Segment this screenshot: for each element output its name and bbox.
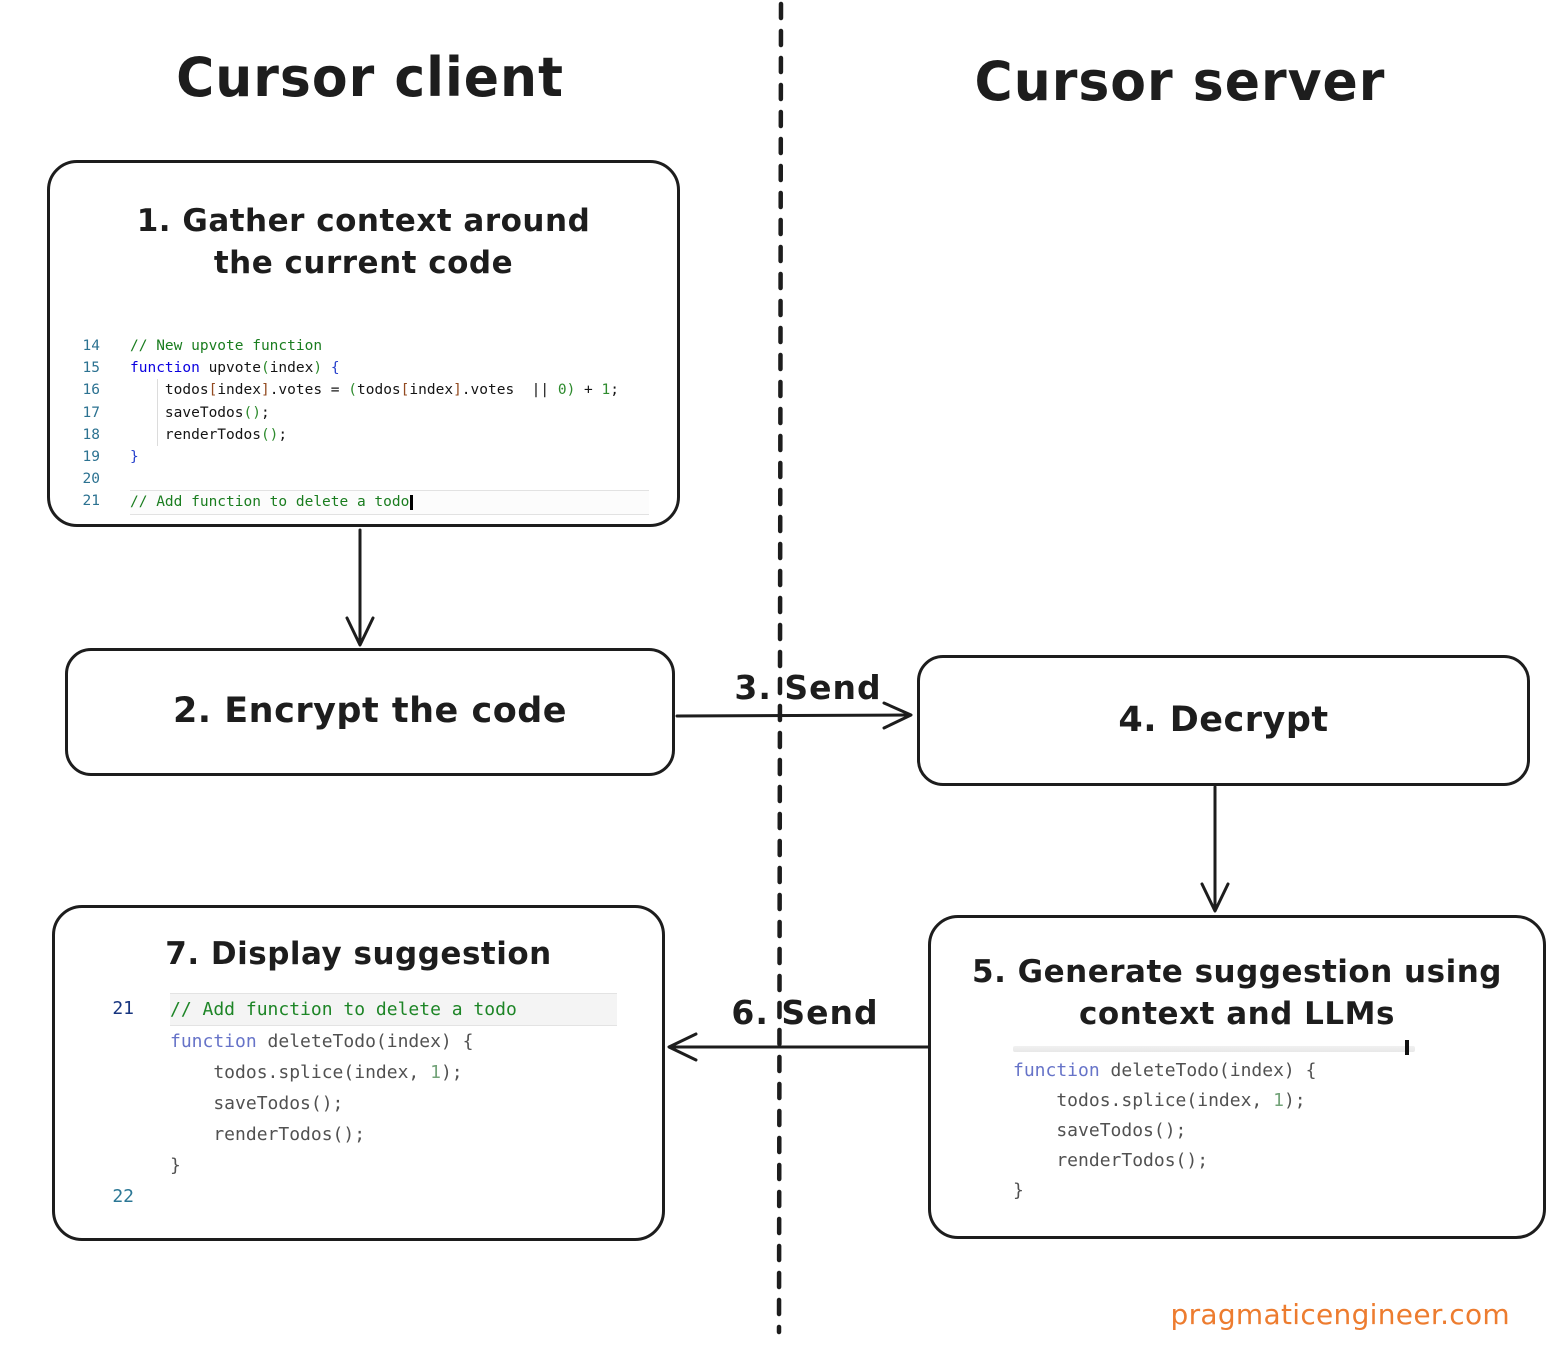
line-number: 22 bbox=[112, 1186, 134, 1207]
box-encrypt-code: 2. Encrypt the code bbox=[65, 648, 675, 776]
line-number: 18 bbox=[82, 426, 100, 443]
code-line: } bbox=[100, 1150, 617, 1181]
code-line: 21// Add function to delete a todo bbox=[100, 993, 617, 1026]
box-decrypt-label: 4. Decrypt bbox=[1118, 699, 1329, 740]
box-gather-context: 1. Gather context around the current cod… bbox=[47, 160, 680, 527]
code-line: 17 saveTodos(); bbox=[78, 401, 649, 425]
line-number bbox=[100, 1150, 134, 1181]
box-gather-title-line2: the current code bbox=[213, 244, 514, 281]
box-display-suggestion: 7. Display suggestion 21// Add function … bbox=[52, 905, 665, 1241]
code-line: 16 todos[index].votes = (todos[index].vo… bbox=[78, 379, 649, 402]
line-number: 20 bbox=[82, 471, 100, 488]
code-line: renderTodos(); bbox=[1013, 1150, 1209, 1171]
site-watermark: pragmaticengineer.com bbox=[1170, 1298, 1510, 1331]
code-line: 21// Add function to delete a todo bbox=[78, 490, 649, 515]
box-generate-title-line1: 5. Generate suggestion using bbox=[972, 954, 1502, 990]
text-cursor bbox=[410, 495, 413, 511]
line-number bbox=[100, 1057, 134, 1088]
box-decrypt: 4. Decrypt bbox=[917, 655, 1530, 786]
code-line: saveTodos(); bbox=[100, 1088, 617, 1119]
code-line: 18 renderTodos(); bbox=[78, 423, 649, 447]
line-number bbox=[100, 1088, 134, 1119]
arrow-decrypt-to-generate bbox=[1200, 785, 1230, 913]
box-generate-title: 5. Generate suggestion using context and… bbox=[931, 952, 1543, 1036]
insertion-line-highlight bbox=[1013, 1046, 1415, 1052]
code-line: renderTodos(); bbox=[100, 1119, 617, 1150]
box-display-title: 7. Display suggestion bbox=[165, 936, 552, 972]
line-number: 21 bbox=[82, 493, 100, 510]
box-encrypt-label: 2. Encrypt the code bbox=[172, 691, 568, 732]
line-number: 19 bbox=[82, 449, 100, 466]
code-line: todos.splice(index, 1); bbox=[1013, 1090, 1306, 1111]
box-generate-suggestion: 5. Generate suggestion using context and… bbox=[928, 915, 1546, 1239]
code-line: } bbox=[1013, 1180, 1024, 1201]
arrow-gather-to-encrypt bbox=[345, 528, 375, 647]
code-line: function deleteTodo(index) { bbox=[100, 1026, 617, 1057]
send-label-3: 3. Send bbox=[734, 668, 882, 707]
line-number bbox=[100, 1119, 134, 1150]
box-generate-title-line2: context and LLMs bbox=[1079, 995, 1395, 1032]
code-line: 20 bbox=[78, 468, 649, 490]
line-number: 17 bbox=[82, 404, 100, 421]
code-line: 14// New upvote function bbox=[78, 335, 649, 357]
arrow-generate-to-display bbox=[667, 1032, 931, 1062]
server-lane-title: Cursor server bbox=[974, 50, 1386, 114]
code-line: todos.splice(index, 1); bbox=[100, 1057, 617, 1088]
client-lane-title: Cursor client bbox=[176, 46, 564, 110]
line-number: 21 bbox=[112, 998, 134, 1019]
code-line: 22 bbox=[100, 1181, 617, 1212]
box-gather-title: 1. Gather context around the current cod… bbox=[50, 201, 677, 285]
line-number bbox=[100, 1026, 134, 1057]
box-gather-title-line1: 1. Gather context around bbox=[136, 203, 591, 239]
code-line: function deleteTodo(index) { bbox=[1013, 1060, 1317, 1081]
line-number: 16 bbox=[82, 382, 100, 399]
suggestion-code-snippet: function deleteTodo(index) { todos.splic… bbox=[931, 1056, 1543, 1206]
send-label-6: 6. Send bbox=[731, 993, 879, 1032]
code-line: saveTodos(); bbox=[1013, 1120, 1187, 1141]
line-number: 15 bbox=[82, 360, 100, 377]
text-cursor bbox=[1405, 1040, 1409, 1055]
line-number: 14 bbox=[82, 338, 100, 354]
code-line: 19} bbox=[78, 446, 649, 468]
